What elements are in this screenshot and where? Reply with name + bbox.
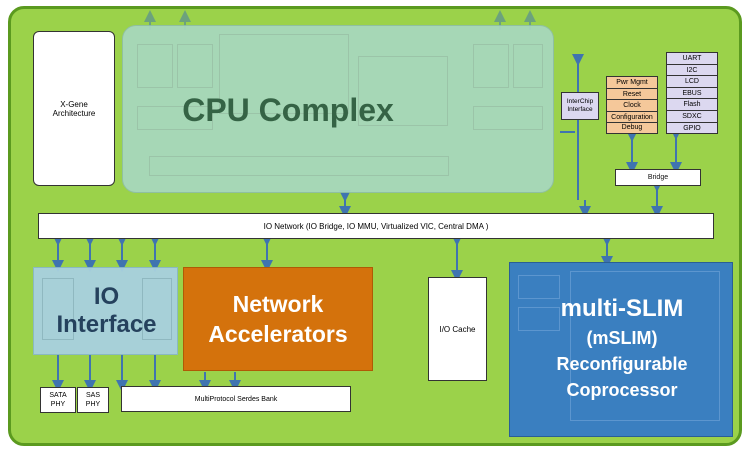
- mslim-ghost: [518, 307, 560, 331]
- io-cache-label: I/O Cache: [439, 324, 476, 334]
- mgmt-item: Debug: [621, 124, 643, 131]
- cpu-core-ghost: [358, 56, 448, 126]
- network-accelerators-block: Network Accelerators: [183, 267, 373, 371]
- peripheral-item: GPIO: [683, 124, 701, 132]
- mslim-title: multi-SLIM (mSLIM) Reconfigurable Coproc…: [510, 293, 734, 433]
- io-interface-block: IO Interface: [33, 267, 178, 355]
- xgene-architecture-box: X-Gene Architecture: [33, 31, 115, 186]
- xgene-architecture-label: X-Gene Architecture: [52, 99, 96, 118]
- cpu-complex-title: CPU Complex: [123, 88, 453, 132]
- cpu-core-ghost: [473, 44, 509, 88]
- peripheral-block: UART I2C LCD EBUS Flash SDXC GPIO: [666, 52, 718, 134]
- peripheral-item: Flash: [667, 99, 717, 111]
- mgmt-block: Pwr Mgmt Reset Clock Configuration Debug: [606, 76, 658, 134]
- interchip-interface-box: InterChip Interface: [561, 92, 599, 120]
- cpu-complex-title-text: CPU Complex: [182, 91, 394, 128]
- cpu-complex-block: CPU Complex: [122, 25, 554, 193]
- serdes-bank-box: MultiProtocol Serdes Bank: [121, 386, 351, 412]
- mslim-ghost: [518, 275, 560, 299]
- io-network-bar: IO Network (IO Bridge, IO MMU, Virtualiz…: [38, 213, 714, 239]
- peripheral-item: LCD: [667, 76, 717, 88]
- sata-phy-label: SATA PHY: [49, 392, 67, 408]
- io-interface-title-text: IO Interface: [56, 283, 157, 338]
- bridge-box: Bridge: [615, 169, 701, 186]
- bridge-label: Bridge: [647, 174, 669, 181]
- mslim-title-line-3: Reconfigurable: [556, 354, 688, 374]
- interchip-interface-label: InterChip Interface: [566, 98, 594, 113]
- cpu-core-ghost: [473, 106, 543, 130]
- mslim-title-line-2: (mSLIM): [586, 328, 658, 348]
- cpu-core-ghost: [177, 44, 213, 88]
- cpu-core-ghost: [149, 156, 449, 176]
- sas-phy-label: SAS PHY: [85, 392, 101, 408]
- serdes-bank-label: MultiProtocol Serdes Bank: [194, 395, 278, 403]
- mgmt-item: Configuration: [607, 112, 657, 123]
- mslim-block: multi-SLIM (mSLIM) Reconfigurable Coproc…: [509, 262, 733, 437]
- cpu-core-ghost: [513, 44, 543, 88]
- peripheral-item: UART: [667, 53, 717, 65]
- cpu-core-ghost: [219, 34, 349, 114]
- io-network-label: IO Network (IO Bridge, IO MMU, Virtualiz…: [263, 221, 489, 231]
- io-interface-title: IO Interface: [34, 278, 179, 344]
- io-cache-box: I/O Cache: [428, 277, 487, 381]
- mgmt-item: Pwr Mgmt: [607, 77, 657, 89]
- mgmt-item: Clock: [607, 100, 657, 112]
- sata-phy-box: SATA PHY: [40, 387, 76, 413]
- sata-ghost: [42, 278, 74, 340]
- cpu-core-ghost: [137, 44, 173, 88]
- peripheral-item: I2C: [667, 65, 717, 77]
- pcie-ghost: [142, 278, 172, 340]
- peripheral-item: SDXC: [667, 111, 717, 123]
- mgmt-item: Reset: [607, 89, 657, 100]
- network-accelerators-title: Network Accelerators: [208, 291, 348, 347]
- cpu-core-ghost: [137, 106, 213, 130]
- sas-phy-box: SAS PHY: [77, 387, 109, 413]
- mslim-ghost: [570, 271, 720, 421]
- mslim-title-line-1: multi-SLIM: [560, 295, 684, 322]
- peripheral-item: EBUS: [667, 88, 717, 100]
- mslim-title-line-4: Coprocessor: [566, 380, 678, 400]
